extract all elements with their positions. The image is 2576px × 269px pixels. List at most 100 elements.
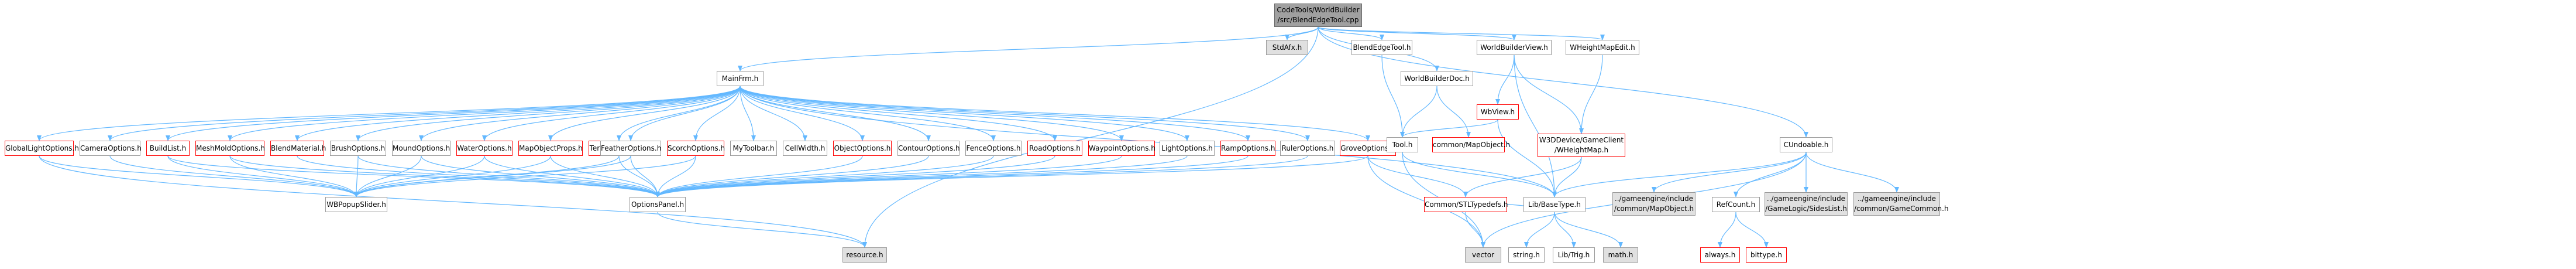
node-roadoptions-h[interactable]: RoadOptions.h [1027, 141, 1082, 156]
edge-root-to-cundoable [1318, 26, 1808, 138]
edge-refcount-to-alwaysh [1718, 212, 1736, 248]
node-vector[interactable]: vector [1465, 247, 1501, 263]
edge-moundoptions-to-optionspanel [421, 155, 660, 198]
edge-mainfrm-to-mapobjectprops [548, 86, 741, 141]
edge-libbasetype-to-libtrigh [1554, 212, 1576, 248]
node-common-mapobject-h[interactable]: common/MapObject.h [1432, 137, 1510, 152]
edge-mainfrm-to-objectoptions [740, 86, 865, 141]
edge-worldbuilderview-to-wbview [1495, 55, 1515, 105]
node-mapobjectprops-h[interactable]: MapObjectProps.h [518, 141, 583, 156]
node-tool-h[interactable]: Tool.h [1387, 137, 1418, 152]
node-globallightoptions-h[interactable]: GlobalLightOptions.h [5, 141, 79, 156]
edge-root-to-blendedgetool [1318, 26, 1384, 40]
node-resource-h[interactable]: resource.h [842, 247, 887, 263]
node-waypointoptions-h[interactable]: WaypointOptions.h [1088, 141, 1155, 156]
node-optionspanel-h[interactable]: OptionsPanel.h [630, 197, 686, 212]
node-optionspanel-label: OptionsPanel.h [631, 200, 685, 209]
node-objectoptions-h[interactable]: ObjectOptions.h [833, 141, 892, 156]
edge-groveoptions-to-commonstltypedefs [1367, 155, 1468, 198]
node-worldbuilderview-h[interactable]: WorldBuilderView.h [1477, 40, 1552, 55]
node-gameengine-common-mapobject-h[interactable]: ../gameengine/include /common/MapObject.… [1612, 192, 1695, 216]
node-w3ddevice-wheightmap-h[interactable]: W3DDevice/GameClient /WHeightMap.h [1538, 134, 1625, 157]
edge-mainfrm-to-featheroptions [628, 86, 741, 141]
node-always-h[interactable]: always.h [1700, 247, 1740, 263]
node-refcount-h[interactable]: RefCount.h [1712, 197, 1760, 212]
root-node-blendedgetool-cpp[interactable]: CodeTools/WorldBuilder /src/BlendEdgeToo… [1274, 4, 1362, 27]
node-gameengine-gamelogic-sideslist-h[interactable]: ../gameengine/include /GameLogic/SidesLi… [1765, 192, 1848, 216]
node-string-h[interactable]: string.h [1508, 247, 1545, 263]
node-ruleroptions-h[interactable]: RulerOptions.h [1280, 141, 1335, 156]
node-commonmapobject-label: common/MapObject.h [1433, 141, 1511, 149]
node-gameenginemapobject-line2: /common/MapObject.h [1614, 205, 1694, 213]
node-gameenginegamecommon-line2: /common/GameCommon.h [1854, 205, 1949, 213]
node-wateroptions-h[interactable]: WaterOptions.h [456, 141, 513, 156]
edge-mainfrm-to-rampoptions [740, 86, 1250, 141]
node-blendmaterial-label: BlendMaterial.h [271, 144, 326, 152]
node-groveoptions-label: GroveOptions.h [1340, 144, 1395, 152]
node-mytoolbar-h[interactable]: MyToolbar.h [730, 141, 777, 156]
node-moundoptions-label: MoundOptions.h [393, 144, 450, 152]
edge-buildlist-to-wbpopupslider [167, 155, 359, 198]
node-brushoptions-label: BrushOptions.h [331, 144, 386, 152]
edge-wateroptions-to-wbpopupslider [354, 155, 485, 198]
node-stdafx[interactable]: StdAfx.h [1266, 40, 1308, 55]
node-lib-basetype-h[interactable]: Lib/BaseType.h [1523, 197, 1586, 212]
node-blendmaterial-h[interactable]: BlendMaterial.h [270, 141, 326, 156]
node-globallightoptions-label: GlobalLightOptions.h [5, 144, 79, 152]
edge-worldbuilderdoc-to-commonmapobject [1436, 86, 1471, 138]
node-w3ddevice-label-line1: W3DDevice/GameClient [1539, 136, 1624, 144]
edge-refcount-to-bittypeh [1735, 212, 1769, 248]
edge-wateroptions-to-optionspanel [484, 155, 660, 198]
node-wbpopupslider-h[interactable]: WBPopupSlider.h [325, 197, 387, 212]
node-bittype-h[interactable]: bittype.h [1746, 247, 1787, 263]
edge-scorchoptions-to-optionspanel [655, 155, 696, 198]
node-cameraoptions-h[interactable]: CameraOptions.h [80, 141, 142, 156]
node-cellwidth-h[interactable]: CellWidth.h [783, 141, 827, 156]
node-blendedgetool-h[interactable]: BlendEdgeTool.h [1351, 40, 1412, 55]
node-buildlist-h[interactable]: BuildList.h [146, 141, 190, 156]
edge-commonstltypedefs-to-vector [1465, 212, 1485, 248]
node-gameenginemapobject-line1: ../gameengine/include [1614, 195, 1694, 203]
node-cundoable-h[interactable]: CUndoable.h [1780, 137, 1832, 152]
node-featheroptions-h[interactable]: FeatherOptions.h [600, 141, 661, 156]
node-brushoptions-h[interactable]: BrushOptions.h [330, 141, 386, 156]
node-worldbuilderdoc-h[interactable]: WorldBuilderDoc.h [1401, 71, 1473, 86]
node-waypointoptions-label: WaypointOptions.h [1089, 144, 1155, 152]
node-lib-trig-h[interactable]: Lib/Trig.h [1553, 247, 1595, 263]
node-fenceoptions-h[interactable]: FenceOptions.h [965, 141, 1022, 156]
edge-rampoptions-to-optionspanel [655, 155, 1249, 198]
edge-mainfrm-to-lightoptions [740, 86, 1189, 141]
node-roadoptions-label: RoadOptions.h [1029, 144, 1081, 152]
node-rampoptions-h[interactable]: RampOptions.h [1220, 141, 1275, 156]
edge-optionspanel-to-resource [657, 212, 867, 248]
node-contouroptions-h[interactable]: ContourOptions.h [897, 141, 960, 156]
node-common-stltypedefs-h[interactable]: Common/STLTypedefs.h [1424, 197, 1508, 212]
node-mytoolbar-label: MyToolbar.h [732, 144, 775, 152]
edge-meshmoldoptions-to-optionspanel [229, 155, 660, 198]
edge-root-to-wheightmapedit [1318, 26, 1605, 40]
node-math-h[interactable]: math.h [1603, 247, 1638, 263]
edge-wbview-to-libbasetype [1497, 119, 1557, 198]
node-lightoptions-h[interactable]: LightOptions.h [1160, 141, 1215, 156]
node-wbview-h[interactable]: WbView.h [1477, 104, 1519, 120]
node-scorchoptions-h[interactable]: ScorchOptions.h [667, 141, 725, 156]
node-wheightmapedit-h[interactable]: WHeightMapEdit.h [1566, 40, 1639, 55]
node-resource-label: resource.h [846, 251, 883, 259]
node-meshmoldoptions-h[interactable]: MeshMoldOptions.h [195, 141, 265, 156]
node-gameenginegamelogic-line2: /GameLogic/SidesList.h [1765, 205, 1847, 213]
root-label-line2: /src/BlendEdgeTool.cpp [1277, 16, 1359, 24]
node-mainfrm-h[interactable]: MainFrm.h [717, 71, 763, 86]
node-mapobjectprops-label: MapObjectProps.h [519, 144, 583, 152]
edge-buildlist-to-optionspanel [167, 155, 660, 198]
edge-mainfrm-to-cellwidth [740, 86, 807, 141]
node-moundoptions-h[interactable]: MoundOptions.h [392, 141, 450, 156]
edge-mainfrm-to-mytoolbar [740, 86, 756, 141]
node-wbview-label: WbView.h [1480, 108, 1515, 116]
node-libtrigh-label: Lib/Trig.h [1557, 251, 1590, 259]
node-gameengine-common-gamecommon-h[interactable]: ../gameengine/include /common/GameCommon… [1853, 192, 1949, 216]
edge-root-to-resource [862, 26, 1319, 248]
edge-lightoptions-to-optionspanel [655, 155, 1188, 198]
node-ruleroptions-label: RulerOptions.h [1281, 144, 1334, 152]
edge-cundoable-to-gameenginegamecommon [1805, 152, 1899, 193]
node-worldbuilderview-label: WorldBuilderView.h [1480, 43, 1548, 52]
